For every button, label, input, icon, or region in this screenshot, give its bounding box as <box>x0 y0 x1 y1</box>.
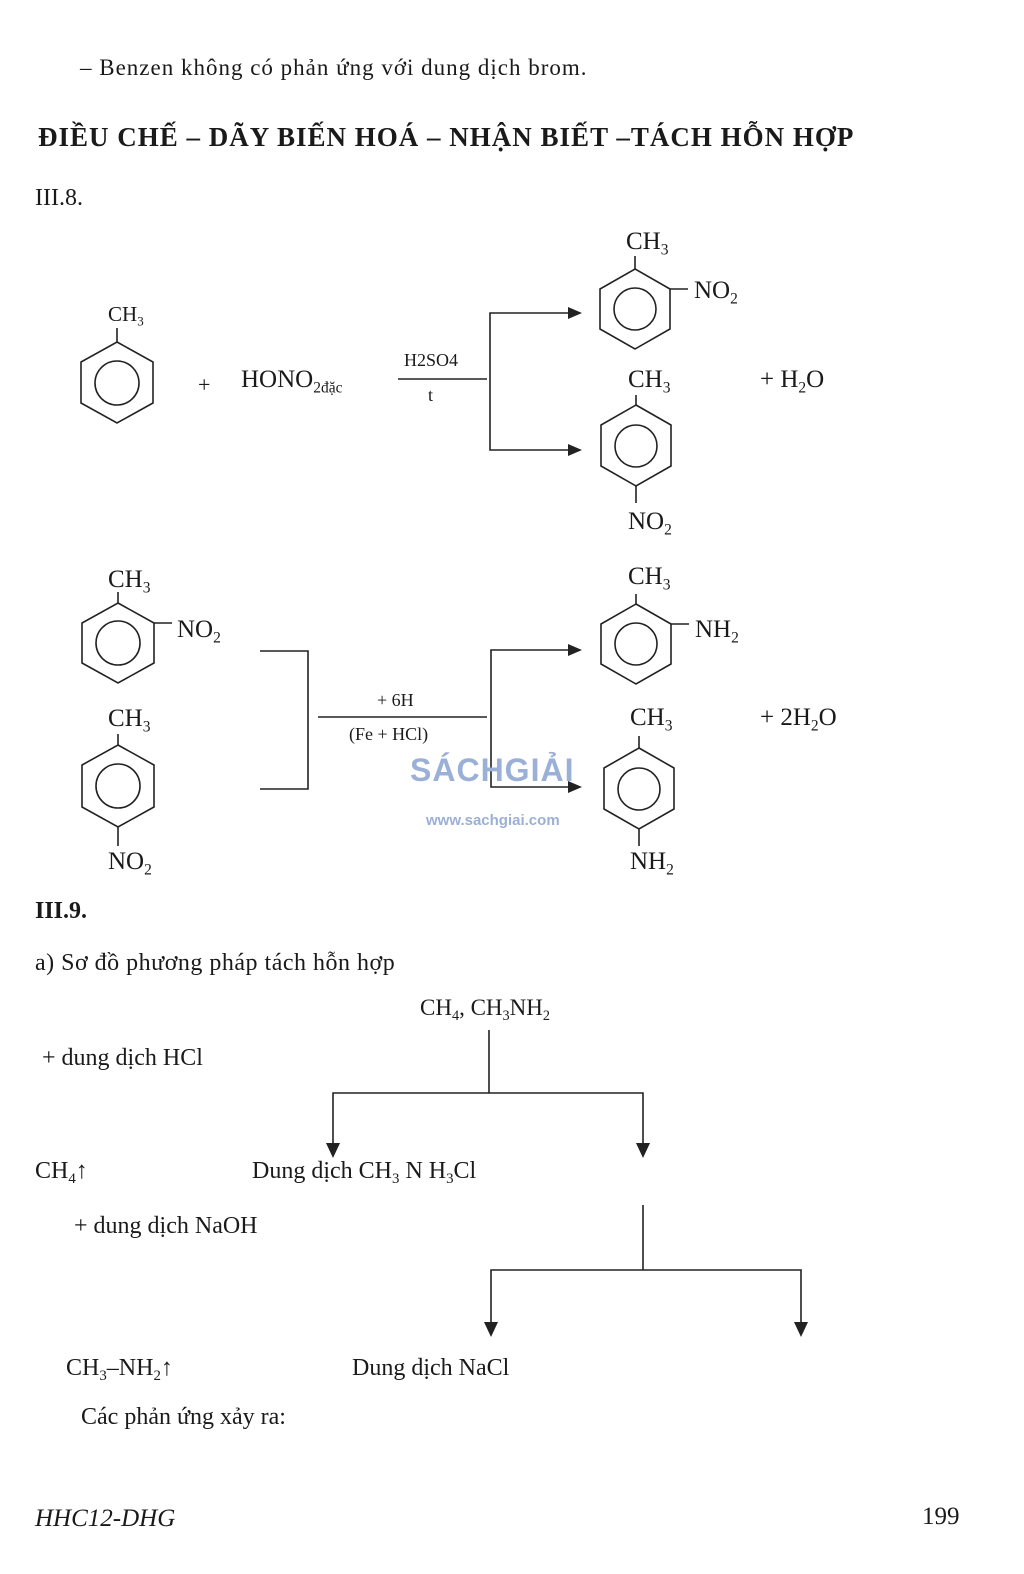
p-nitrotoluene-no2: NO2 <box>628 508 672 539</box>
reaction1-reagent: HONO2đặc <box>241 366 343 397</box>
reactant2-ortho-ch3: CH3 <box>108 566 151 597</box>
reactions-intro: Các phản ứng xảy ra: <box>81 1404 286 1430</box>
product2-para-nh2: NH2 <box>630 848 674 879</box>
section-heading: ĐIỀU CHẾ – DÃY BIẾN HOÁ – NHẬN BIẾT –TÁC… <box>38 122 855 152</box>
toluene-ch3-label: CH3 <box>108 302 144 329</box>
toluene-ring <box>80 328 154 424</box>
p-nitrotoluene-ch3: CH3 <box>628 366 671 397</box>
reaction1-plus: + <box>198 372 211 397</box>
product2-ortho-nh2: NH2 <box>695 616 739 647</box>
watermark-url: www.sachgiai.com <box>426 812 560 829</box>
reaction2-reagent: + 6H <box>377 690 414 710</box>
solution1-label: Dung dịch CH3 N H3Cl <box>252 1158 477 1188</box>
o-nitrotoluene-no2: NO2 <box>694 277 738 308</box>
reaction2-byproduct: + 2H2O <box>760 704 837 735</box>
reaction2-branch <box>490 649 575 788</box>
gas2-label: CH3–NH2↑ <box>66 1355 173 1385</box>
p-toluidine-ring <box>603 736 675 846</box>
reaction2-condition: (Fe + HCl) <box>349 724 429 744</box>
reactant2-para-no2: NO2 <box>108 848 152 879</box>
reaction1-catalyst: H2SO4 <box>404 350 459 370</box>
problem-8-label: III.8. <box>35 185 83 211</box>
reaction1-condition: t <box>428 385 434 405</box>
gas1-label: CH4↑ <box>35 1158 88 1188</box>
step1-reagent: + dung dịch HCl <box>42 1045 203 1071</box>
reactant2-para-ch3: CH3 <box>108 705 151 736</box>
page-number: 199 <box>922 1503 960 1530</box>
problem-9-part-a: a) Sơ đồ phương pháp tách hỗn hợp <box>35 950 396 976</box>
reaction1-byproduct: + H2O <box>760 366 825 397</box>
watermark-brand: SÁCHGIẢI <box>410 752 575 788</box>
footer-code: HHC12-DHG <box>35 1505 176 1532</box>
mixture-label: CH4, CH3NH2 <box>420 995 551 1024</box>
reaction2-bracket <box>260 650 309 790</box>
product2-para-ch3: CH3 <box>630 704 673 735</box>
intro-line: – Benzen không có phản ứng với dung dịch… <box>80 55 588 80</box>
product2-ortho-ch3: CH3 <box>628 563 671 594</box>
p-nitrotoluene-reactant-ring <box>81 734 155 846</box>
problem-9-label: III.9. <box>35 898 88 924</box>
sep-branch-1 <box>332 1092 644 1146</box>
solution2-label: Dung dịch NaCl <box>352 1355 510 1381</box>
p-nitrotoluene-ring <box>600 395 672 503</box>
o-nitrotoluene-reactant-ring <box>81 592 172 684</box>
sep-branch-2 <box>490 1269 802 1325</box>
reaction1-branch <box>489 312 575 451</box>
o-toluidine-ring <box>600 594 689 685</box>
step2-reagent: + dung dịch NaOH <box>74 1213 258 1239</box>
o-nitrotoluene-ring <box>599 256 688 350</box>
reactant2-ortho-no2: NO2 <box>177 616 221 647</box>
o-nitrotoluene-ch3: CH3 <box>626 228 669 259</box>
